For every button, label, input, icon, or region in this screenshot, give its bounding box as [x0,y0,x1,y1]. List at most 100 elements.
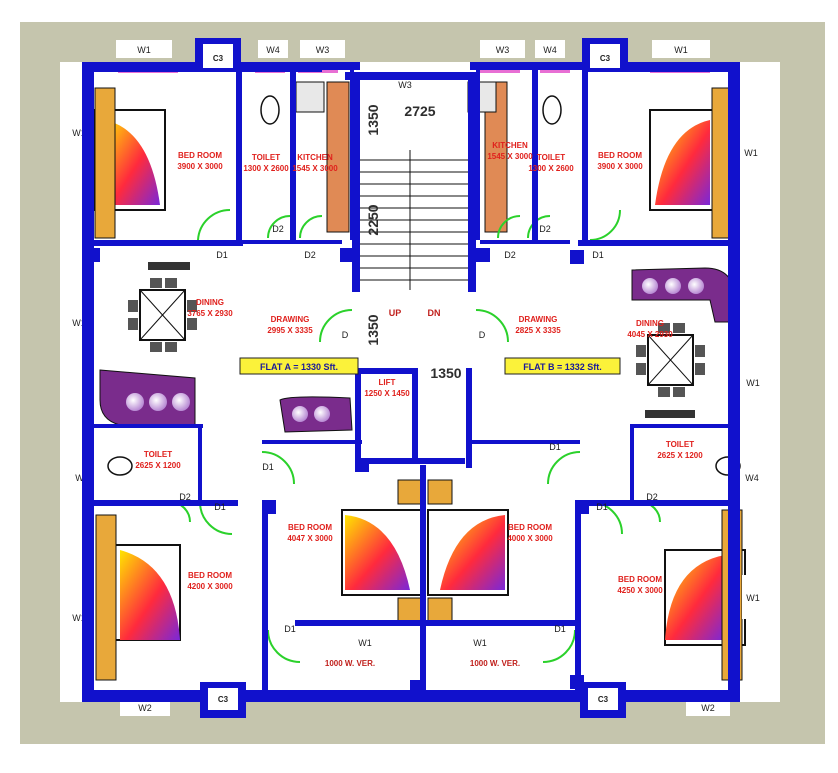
veranda-label-right: 1000 W. VER. [470,659,520,668]
window-label: W3 [300,40,345,58]
door-label: D2 [272,224,284,234]
svg-text:3900 X 3000: 3900 X 3000 [597,162,643,171]
svg-text:3900 X 3000: 3900 X 3000 [177,162,223,171]
svg-text:1300 X 2600: 1300 X 2600 [528,164,574,173]
svg-text:4250 X 3000: 4250 X 3000 [617,586,663,595]
door-swing [475,309,509,343]
svg-text:1545 X 3000: 1545 X 3000 [487,152,533,161]
wall-segment [426,620,576,626]
column [476,248,490,262]
wall-segment [470,440,580,444]
dimension-label: 2250 [365,204,381,235]
wall-segment [88,424,203,428]
dimension-label: 1350 [365,104,381,135]
dining-table-left [128,278,197,352]
column [86,248,100,262]
wall-segment [630,424,634,504]
wall-segment [578,240,728,246]
dining-table-right [636,323,705,397]
window-label: W2 [686,698,730,716]
column-box [590,44,620,68]
svg-text:1545 X 3000: 1545 X 3000 [292,164,338,173]
svg-text:2825 X 3335: 2825 X 3335 [515,326,561,335]
door-swing [589,209,621,241]
window-label: W4 [258,40,288,58]
door-swing [199,501,233,535]
window-pane [540,68,570,73]
wall-segment [352,72,360,292]
window-label: W3 [480,40,525,58]
svg-text:2625 X 1200: 2625 X 1200 [135,461,181,470]
dimension-label: 2725 [404,103,435,119]
wall-segment [420,465,426,695]
column [410,680,424,694]
wall-segment [88,500,238,506]
door-label: D1 [592,250,604,260]
wall-segment [350,70,354,240]
svg-text:FLAT B = 1332 Sft.: FLAT B = 1332 Sft. [523,362,602,372]
door-label: D1 [554,624,566,634]
column [570,250,584,264]
wall-segment [355,368,361,464]
column-label: C3 [218,695,229,704]
door-swing [547,451,581,485]
room-label: BED ROOM 4200 X 3000 [187,571,233,591]
wall-segment [295,620,420,626]
flat-label-a: FLAT A = 1330 Sft. [239,357,359,375]
svg-text:DRAWING: DRAWING [519,315,558,324]
window-label: W1 [358,638,372,648]
window-label: W2 [120,698,170,716]
bed-tr [649,87,733,239]
svg-text:W1: W1 [72,318,86,328]
column [340,248,354,262]
svg-text:KITCHEN: KITCHEN [297,153,333,162]
svg-text:1250 X 1450: 1250 X 1450 [364,389,410,398]
svg-text:W4: W4 [266,45,280,55]
sideboard-left [148,262,190,270]
wall-segment [355,368,413,374]
wc-fixture-ml [107,456,133,476]
door-label: D [342,330,349,340]
room-label: DRAWING 2825 X 3335 [515,315,561,335]
svg-text:4000 X 3000: 4000 X 3000 [507,534,553,543]
svg-text:W3: W3 [316,45,330,55]
sideboard-right [645,410,695,418]
wall-segment [290,70,296,240]
svg-text:DRAWING: DRAWING [271,315,310,324]
wall-segment [345,72,470,80]
svg-text:BED ROOM: BED ROOM [188,571,232,580]
svg-text:TOILET: TOILET [252,153,280,162]
window-label: W4 [742,455,762,499]
svg-text:W3: W3 [496,45,510,55]
wall-segment [480,240,570,244]
column [575,500,589,514]
svg-text:W1: W1 [72,613,86,623]
svg-text:4200 X 3000: 4200 X 3000 [187,582,233,591]
svg-text:TOILET: TOILET [666,440,694,449]
window-label: W3 [398,80,412,90]
svg-text:BED ROOM: BED ROOM [598,151,642,160]
wall-segment [476,70,480,240]
wall-segment [240,62,360,70]
stove-left [295,81,325,113]
svg-text:LIFT: LIFT [379,378,396,387]
svg-text:BED ROOM: BED ROOM [288,523,332,532]
stair-down-label: DN [428,308,441,318]
svg-text:1300 X 2600: 1300 X 2600 [243,164,289,173]
door-swing [299,215,323,239]
sofa-center [279,396,353,433]
svg-text:W1: W1 [746,593,760,603]
room-label: BED ROOM 3900 X 3000 [597,151,643,171]
door-swing [261,451,295,485]
wall-segment [262,440,362,444]
svg-text:BED ROOM: BED ROOM [618,575,662,584]
column [355,458,369,472]
room-label: KITCHEN 1545 X 3000 [292,153,338,173]
svg-text:TOILET: TOILET [537,153,565,162]
svg-text:FLAT A = 1330 Sft.: FLAT A = 1330 Sft. [260,362,338,372]
